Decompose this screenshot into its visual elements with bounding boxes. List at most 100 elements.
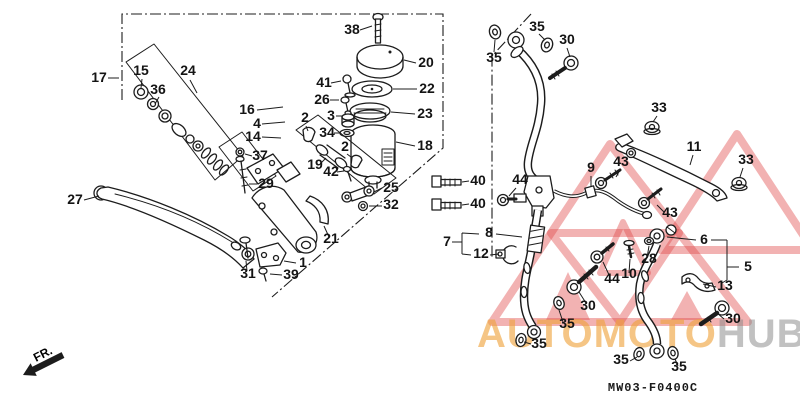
- hose-stay: [615, 142, 728, 202]
- part-label-43-b: 43: [662, 204, 678, 220]
- part-label-35-d: 35: [531, 335, 547, 351]
- part-label-40-a: 40: [470, 172, 486, 188]
- part-label-12: 12: [473, 245, 489, 261]
- flange-nut: [730, 176, 748, 192]
- part-label-2-b: 2: [341, 138, 349, 154]
- part-label-35-f: 35: [671, 358, 687, 374]
- oil-bolt-upper: [431, 175, 462, 188]
- part-label-20: 20: [418, 54, 434, 70]
- callout-brackets: [452, 232, 739, 284]
- joint-bolt-44: [496, 193, 518, 207]
- stay-bracket-group: [614, 120, 748, 202]
- part-label-4: 4: [253, 115, 261, 131]
- reservoir-cup: [350, 124, 396, 189]
- sealing-washer: [540, 37, 554, 53]
- part-label-33-a: 33: [651, 99, 667, 115]
- pipe-nut: [584, 185, 597, 199]
- part-label-30-a: 30: [559, 31, 575, 47]
- hose-clamp-a: [302, 126, 316, 143]
- part-label-32: 32: [383, 196, 399, 212]
- diaphragm: [349, 102, 391, 120]
- master-cylinder-body-group: [239, 153, 318, 282]
- clamp-screw: [342, 165, 352, 173]
- part-label-26: 26: [314, 91, 330, 107]
- part-label-36: 36: [150, 81, 166, 97]
- part-label-30-b: 30: [580, 297, 596, 313]
- watermark-text-automoto: AUTOMOTO: [477, 312, 717, 356]
- sealing-washer: [515, 332, 527, 348]
- part-label-16: 16: [239, 101, 255, 117]
- hose-crimp-sleeve: [526, 224, 546, 254]
- part-label-6: 6: [700, 231, 708, 247]
- part-label-38: 38: [344, 21, 360, 37]
- reservoir-port: [276, 161, 301, 183]
- rod-joint: [341, 185, 375, 203]
- watermark-triangle-small: [597, 219, 651, 276]
- banjo-bolt-top: [548, 55, 579, 80]
- part-label-21: 21: [323, 230, 339, 246]
- watermark-text-hub: HUB: [717, 312, 800, 356]
- lower-center-hose-group: [495, 209, 565, 348]
- part-label-15: 15: [133, 62, 149, 78]
- part-label-31: 31: [240, 265, 256, 281]
- front-direction-marker: FR.: [23, 343, 65, 376]
- part-label-35-b: 35: [529, 18, 545, 34]
- part-label-8: 8: [485, 224, 493, 240]
- watermark-triangle-large: [488, 140, 752, 326]
- part-label-44-a: 44: [512, 171, 528, 187]
- flange-bolt-43b: [637, 187, 663, 210]
- reservoir-group: [339, 12, 404, 189]
- pipe-end-fitting: [641, 210, 653, 220]
- phantom-boundary-lines: [121, 13, 532, 298]
- part-label-25: 25: [383, 179, 399, 195]
- flange-bolt-43a: [594, 168, 622, 190]
- part-label-28: 28: [641, 250, 657, 266]
- bolt-30-mid: [566, 264, 599, 295]
- hose-clamp-12: [495, 245, 519, 265]
- screw-kit-group: [218, 131, 277, 194]
- mid-fitting-group: [295, 114, 397, 225]
- part-label-43-a: 43: [613, 153, 629, 169]
- part-label-9: 9: [587, 159, 595, 175]
- part-label-30-c: 30: [725, 310, 741, 326]
- part-label-18: 18: [417, 137, 433, 153]
- oil-bolt-pair: [431, 175, 462, 211]
- part-labels: 17 15 24 36 16 4 14 37 29 27 31 38 20 41…: [67, 18, 754, 374]
- part-label-23: 23: [417, 105, 433, 121]
- part-label-29: 29: [258, 175, 274, 191]
- lever-blade: [96, 186, 255, 269]
- sealing-washer: [553, 296, 565, 310]
- part-label-34: 34: [319, 124, 335, 140]
- part-label-3: 3: [327, 107, 335, 123]
- hose-clamp-b: [350, 154, 363, 169]
- brake-lever: [93, 185, 255, 269]
- part-label-22: 22: [419, 80, 435, 96]
- watermark-triangle-right: [657, 130, 800, 254]
- lower-right-hose-group: [566, 224, 730, 362]
- flange-nut: [643, 120, 661, 136]
- boot-guard: [305, 195, 329, 225]
- part-label-14: 14: [245, 128, 261, 144]
- diagram-code: MW03-F0400C: [608, 381, 698, 395]
- part-label-27: 27: [67, 191, 83, 207]
- part-label-11: 11: [687, 138, 702, 154]
- part-label-17: 17: [91, 69, 107, 85]
- bracket-screw: [258, 267, 268, 275]
- sealing-washer: [488, 24, 502, 40]
- bolt-44b: [590, 242, 615, 264]
- part-label-39: 39: [283, 266, 299, 282]
- return-spring: [200, 147, 230, 176]
- part-label-13: 13: [717, 277, 733, 293]
- part-label-19: 19: [307, 156, 323, 172]
- part-label-44-b: 44: [604, 270, 620, 286]
- stopper-bolt: [342, 74, 352, 84]
- part-label-5: 5: [744, 258, 752, 274]
- sealing-washer: [667, 345, 679, 361]
- leader-lines: [83, 25, 744, 367]
- part-label-33-b: 33: [738, 151, 754, 167]
- part-label-7: 7: [443, 233, 451, 249]
- part-label-42: 42: [323, 163, 339, 179]
- part-label-37: 37: [252, 147, 268, 163]
- lever-bracket: [255, 242, 287, 268]
